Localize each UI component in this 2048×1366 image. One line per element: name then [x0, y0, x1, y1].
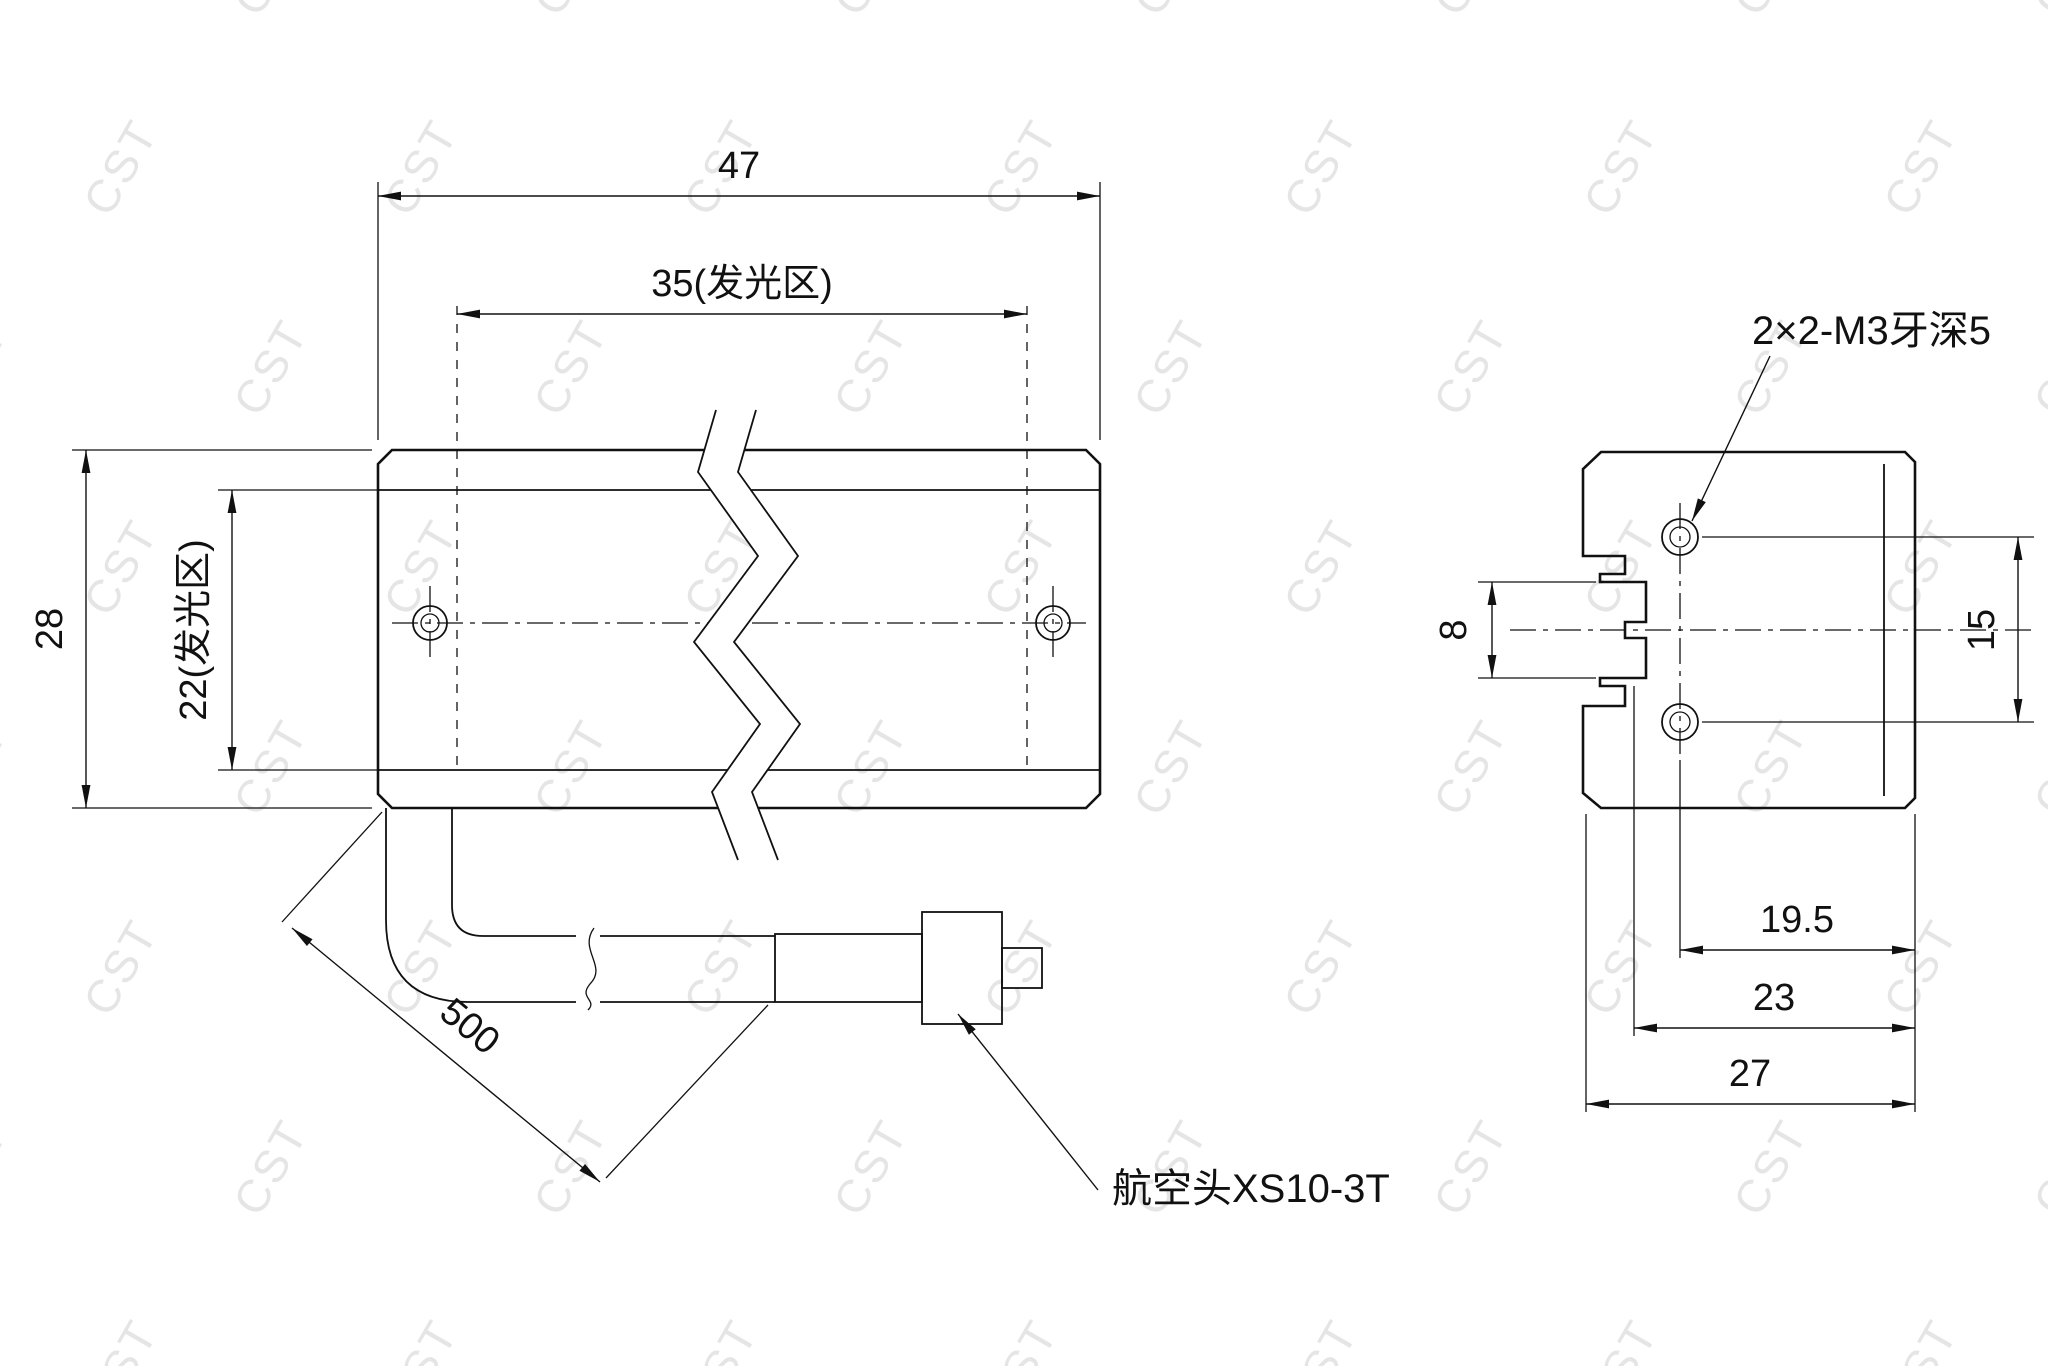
break-line-right	[732, 409, 802, 861]
leader-line	[957, 1013, 1099, 1191]
thread-note-label: 2×2-M3牙深5	[1752, 309, 1991, 353]
connector-barrel	[774, 933, 923, 1003]
dim-hole-spacing: 15	[1702, 536, 2034, 723]
dim-cable-length: 500	[281, 811, 769, 1183]
connector-body	[921, 911, 1003, 1025]
cable	[385, 808, 775, 1011]
dim-hole-offset: 19.5	[1679, 760, 1915, 958]
dim-emitting-height-label: 22(发光区)	[173, 539, 215, 721]
profile-outline	[1510, 450, 2034, 810]
front-view: 47 35(发光区) 28 22(发光区)	[29, 145, 1390, 1211]
dim-overall-height-label: 28	[29, 608, 71, 650]
connector-leader: 航空头XS10-3T	[957, 1013, 1390, 1211]
mounting-screw-left	[412, 586, 448, 660]
dim-slot-width-label: 8	[1433, 619, 1475, 640]
dim-hole-spacing-label: 15	[1961, 609, 2003, 651]
dim-overall-depth-label: 27	[1729, 1053, 1771, 1095]
dim-overall-width-label: 47	[718, 145, 760, 187]
dimension-line	[291, 927, 601, 1183]
dim-overall-depth: 27	[1585, 814, 1915, 1112]
extension-line	[605, 1004, 769, 1179]
dim-hole-offset-label: 19.5	[1760, 899, 1834, 941]
dim-overall-width: 47	[377, 145, 1101, 440]
connector	[774, 911, 1043, 1025]
dim-emitting-width-label: 35(发光区)	[651, 263, 833, 305]
mounting-screw-right	[1035, 586, 1071, 660]
break-symbol	[692, 409, 802, 861]
break-mask	[694, 410, 800, 860]
connector-label: 航空头XS10-3T	[1112, 1167, 1390, 1211]
dim-emitting-width: 35(发光区)	[456, 263, 1028, 767]
dim-groove-depth-label: 23	[1753, 977, 1795, 1019]
leader-line	[1691, 355, 1771, 522]
break-line-left	[692, 409, 762, 861]
dim-groove-depth: 23	[1633, 686, 1915, 1036]
profile-path	[1581, 450, 1917, 810]
body-outline	[376, 448, 1102, 810]
side-view: 2×2-M3牙深5 8 15 19.5	[1433, 309, 2034, 1112]
dim-emitting-height: 22(发光区)	[173, 489, 380, 771]
extension-line	[281, 811, 383, 923]
dim-overall-height: 28	[29, 449, 372, 809]
dim-slot-width: 8	[1433, 581, 1596, 679]
connector-pin	[1001, 947, 1043, 989]
thread-leader: 2×2-M3牙深5	[1691, 309, 1991, 522]
